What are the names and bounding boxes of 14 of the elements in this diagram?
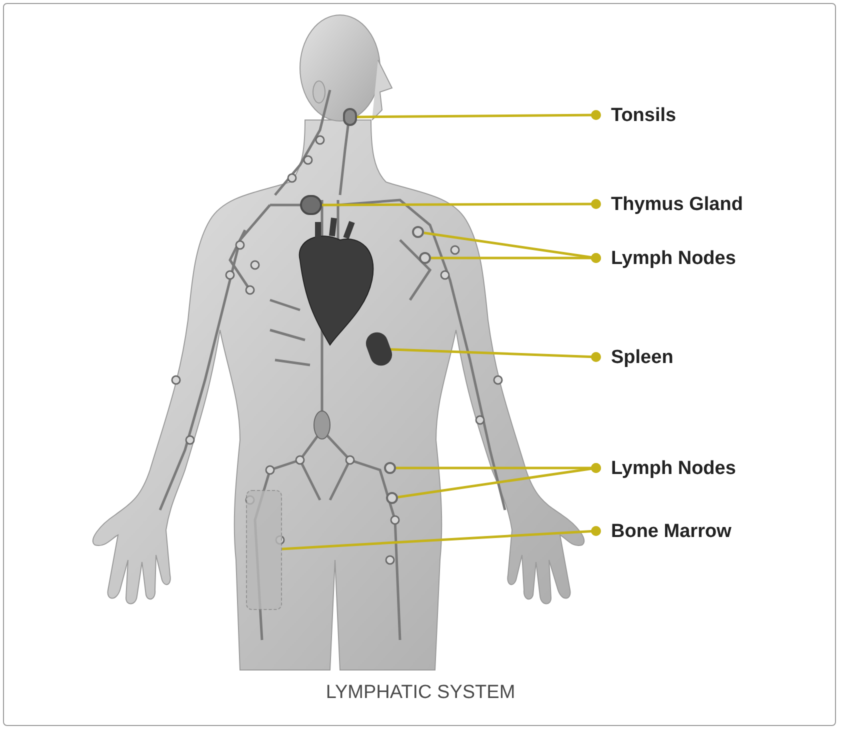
callout-label: Bone Marrow — [611, 522, 732, 540]
leader-line — [398, 463, 601, 498]
callout-label: Tonsils — [611, 106, 676, 124]
leader-line — [357, 110, 601, 120]
caption: LYMPHATIC SYSTEM — [324, 681, 516, 705]
leader-line — [390, 348, 601, 362]
callout-label: Lymph Nodes — [611, 248, 736, 268]
callout-label: Lymph Nodes — [611, 458, 736, 478]
callout-label: Spleen — [611, 348, 674, 366]
leader-line — [322, 199, 601, 209]
leader-line — [431, 253, 601, 263]
leader-line — [282, 526, 601, 550]
callout-label: Thymus Gland — [611, 194, 743, 214]
bone-marrow-area — [246, 490, 282, 610]
